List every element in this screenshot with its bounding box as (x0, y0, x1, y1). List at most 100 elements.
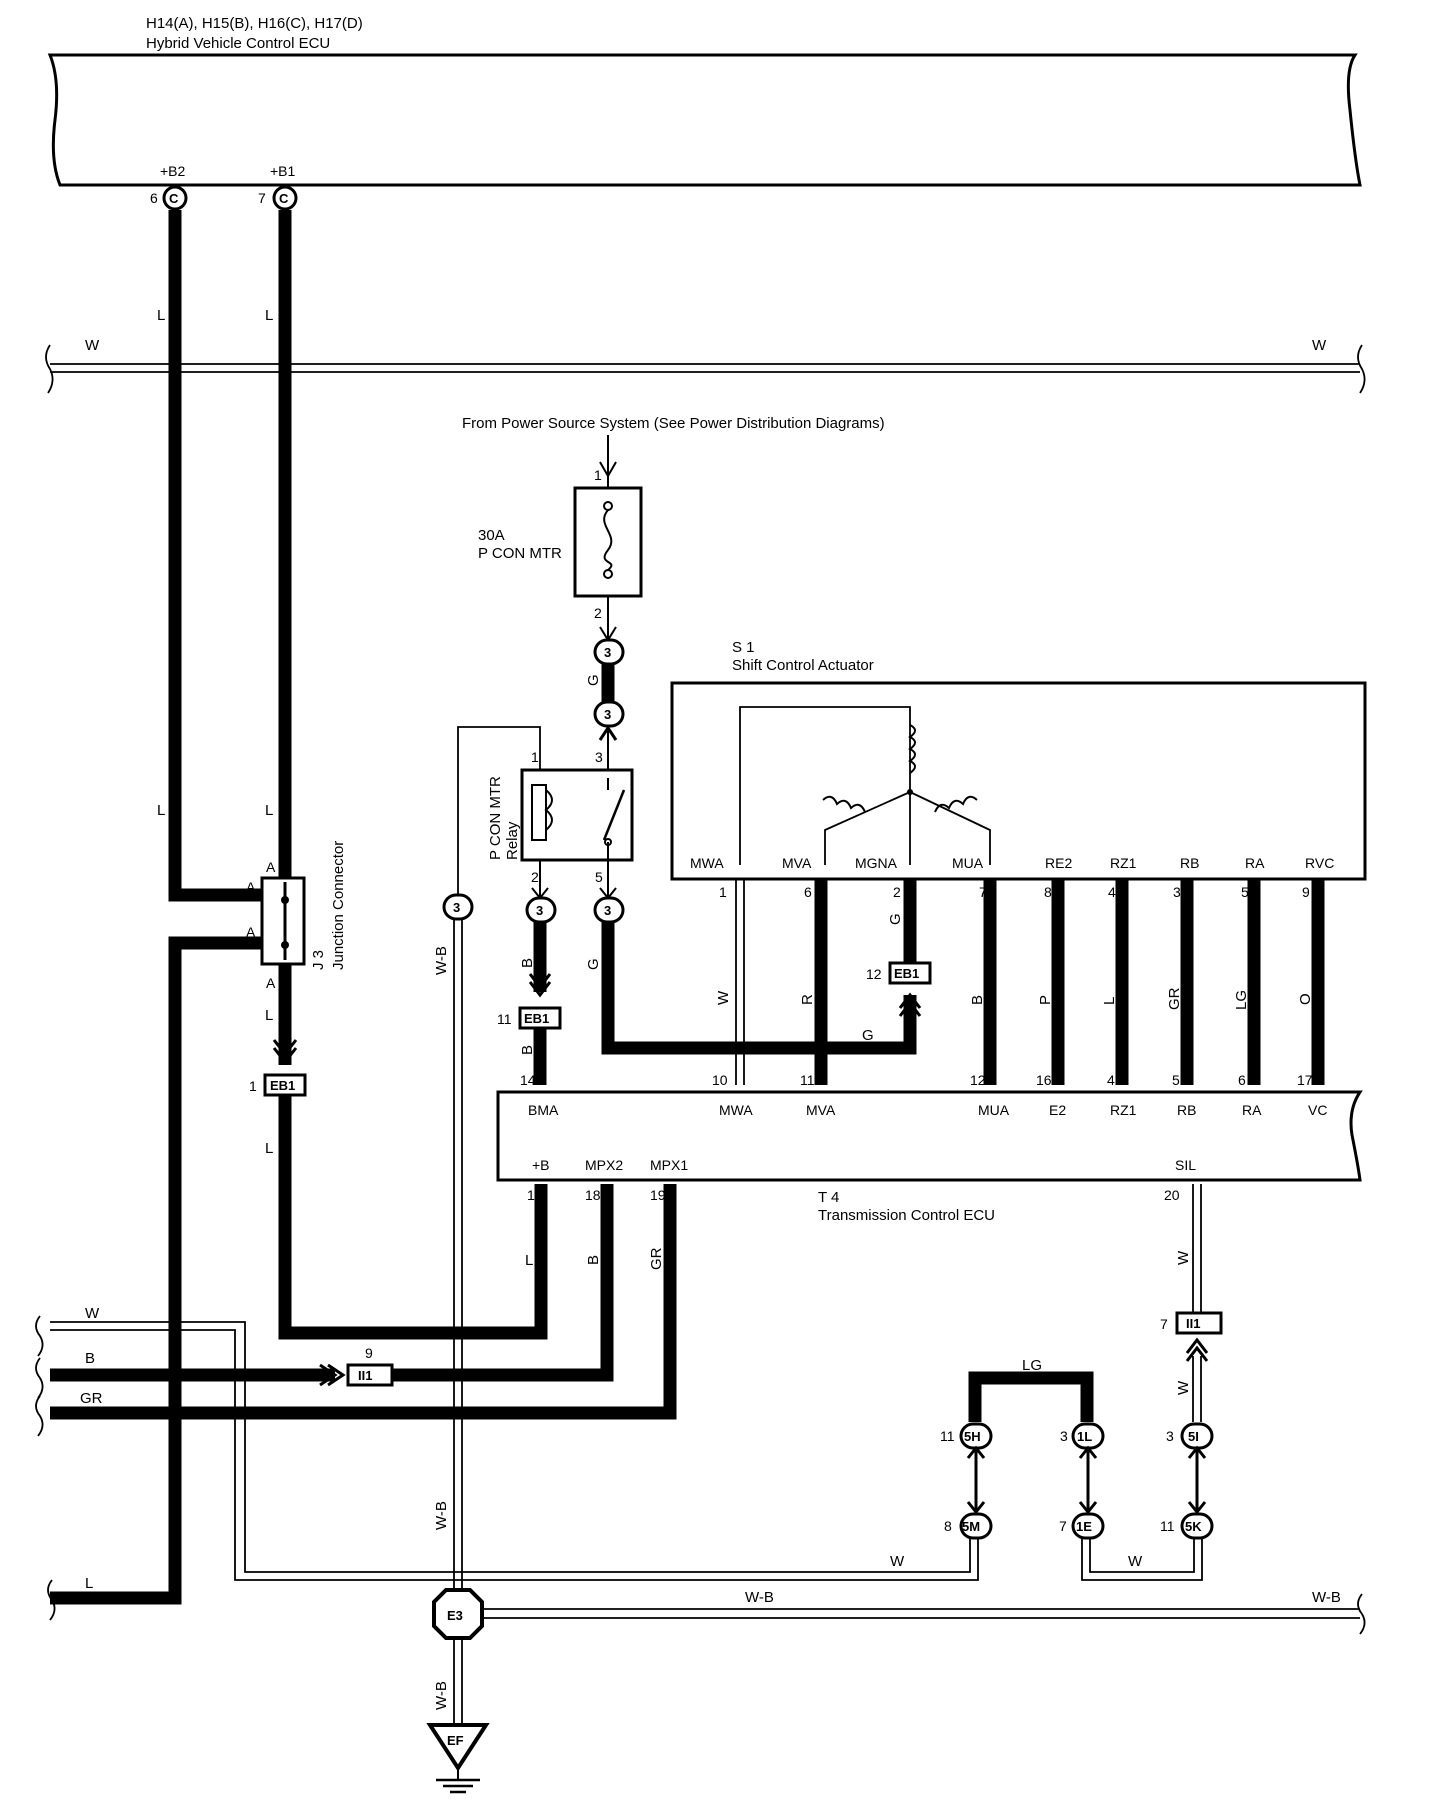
svg-text:MPX1: MPX1 (650, 1157, 688, 1173)
svg-text:3: 3 (604, 707, 611, 722)
hv-ecu-name: Hybrid Vehicle Control ECU (146, 35, 330, 52)
lower-l-wire (50, 936, 262, 1605)
svg-text:B: B (519, 1045, 536, 1055)
actuator-name: Shift Control Actuator (732, 657, 874, 674)
svg-text:W: W (1312, 337, 1327, 354)
svg-text:W-B: W-B (433, 946, 450, 975)
svg-text:7: 7 (1160, 1316, 1168, 1332)
svg-text:2: 2 (594, 605, 602, 621)
power-source-note: From Power Source System (See Power Dist… (462, 415, 885, 432)
svg-text:L: L (157, 307, 165, 324)
motor-winding-icon (908, 724, 916, 774)
tcu-name: Transmission Control ECU (818, 1207, 995, 1224)
svg-text:A: A (266, 859, 276, 875)
tcu-bottom-wires: B GR II1 9 B GR W W (35, 1184, 979, 1581)
svg-text:MWA: MWA (719, 1102, 753, 1118)
svg-text:VC: VC (1308, 1102, 1327, 1118)
svg-text:G: G (887, 913, 904, 925)
svg-text:1: 1 (527, 1187, 535, 1203)
svg-text:1: 1 (594, 467, 602, 483)
svg-text:5: 5 (1172, 1072, 1180, 1088)
hv-ecu-l-wires: L L L L (157, 210, 292, 902)
svg-text:RZ1: RZ1 (1110, 1102, 1137, 1118)
svg-text:3: 3 (536, 903, 543, 918)
upper-w-bus: W W (45, 337, 1366, 394)
relay-g-wire: 3 G G EB1 12 G (585, 842, 932, 1055)
junction-id: J 3 (310, 950, 327, 970)
svg-text:W: W (85, 337, 100, 354)
svg-text:G: G (862, 1027, 874, 1044)
svg-text:18: 18 (585, 1187, 601, 1203)
svg-text:11: 11 (940, 1428, 955, 1444)
svg-text:EB1: EB1 (524, 1011, 549, 1026)
svg-text:MPX2: MPX2 (585, 1157, 623, 1173)
svg-text:5I: 5I (1188, 1429, 1199, 1444)
ii1-connector-a (346, 1363, 394, 1387)
pin-b1-label: +B1 (270, 163, 296, 179)
svg-text:A: A (246, 879, 256, 895)
svg-text:8: 8 (1044, 884, 1052, 900)
svg-text:MWA: MWA (690, 855, 724, 871)
svg-text:16: 16 (1036, 1072, 1052, 1088)
actuator-id: S 1 (732, 639, 755, 656)
svg-text:W: W (1175, 1380, 1192, 1395)
svg-text:R: R (799, 994, 816, 1005)
svg-text:MVA: MVA (782, 855, 812, 871)
pin-b1-num: 7 (258, 190, 266, 206)
p-con-mtr-relay: 3 1 2 5 P CON MTR Relay (487, 749, 634, 885)
svg-text:W-B: W-B (1312, 1589, 1341, 1606)
svg-text:L: L (265, 802, 273, 819)
svg-text:5: 5 (595, 869, 603, 885)
svg-text:E2: E2 (1049, 1102, 1066, 1118)
fuse-name: P CON MTR (478, 545, 562, 562)
svg-text:LG: LG (1233, 990, 1250, 1010)
svg-text:RZ1: RZ1 (1110, 855, 1137, 871)
svg-text:MUA: MUA (978, 1102, 1010, 1118)
svg-text:2: 2 (531, 869, 539, 885)
lg-loop: LG 5H 11 1L 3 5I 3 5M 8 1E 7 5K 11 W (940, 1357, 1214, 1581)
svg-text:L: L (1101, 997, 1118, 1005)
sil-wire: W II1 7 W (1160, 1184, 1223, 1422)
svg-text:A: A (246, 924, 256, 940)
svg-text:EB1: EB1 (894, 966, 919, 981)
svg-text:7: 7 (1059, 1518, 1067, 1534)
svg-text:MVA: MVA (806, 1102, 836, 1118)
svg-text:L: L (265, 307, 273, 324)
svg-text:5H: 5H (964, 1429, 981, 1444)
svg-text:A: A (266, 975, 276, 991)
svg-text:11: 11 (1160, 1518, 1175, 1534)
relay-bma-wire: 3 EB1 11 B B (497, 860, 562, 1085)
svg-text:W: W (715, 990, 732, 1005)
actuator-pin-labels: MWA MVA MGNA MUA RE2 RZ1 RB RA RVC 1 6 2… (690, 855, 1334, 900)
svg-text:EB1: EB1 (270, 1078, 295, 1093)
svg-text:17: 17 (1297, 1072, 1313, 1088)
svg-text:1L: 1L (1077, 1429, 1092, 1444)
svg-text:O: O (1297, 993, 1314, 1005)
svg-text:E3: E3 (447, 1608, 463, 1623)
svg-text:7: 7 (979, 884, 987, 900)
tcu-bottom-pin-labels: +B MPX2 MPX1 SIL 1 18 19 20 (527, 1157, 1196, 1203)
svg-text:4: 4 (1108, 884, 1116, 900)
e3-ground-junction (432, 1588, 484, 1640)
svg-text:12: 12 (866, 966, 882, 982)
svg-text:MGNA: MGNA (855, 855, 898, 871)
svg-text:II1: II1 (1186, 1316, 1200, 1331)
svg-text:W-B: W-B (433, 1681, 450, 1710)
relay-name-2: Relay (504, 821, 521, 860)
ef-ground-icon (426, 1723, 490, 1772)
pin-b2-label: +B2 (160, 163, 186, 179)
svg-text:9: 9 (365, 1345, 373, 1361)
svg-text:3: 3 (1173, 884, 1181, 900)
svg-text:10: 10 (712, 1072, 728, 1088)
tcu-top-pin-labels: BMA MWA MVA MUA E2 RZ1 RB RA VC 14 10 11… (520, 1072, 1327, 1118)
relay-coil-icon (544, 789, 553, 831)
svg-text:LG: LG (1022, 1357, 1042, 1374)
svg-text:EF: EF (447, 1733, 464, 1748)
ii1-connector-b (1175, 1311, 1223, 1335)
svg-text:B: B (519, 958, 536, 968)
power-source: From Power Source System (See Power Dist… (462, 415, 885, 770)
svg-text:G: G (585, 958, 602, 970)
svg-text:6: 6 (804, 884, 812, 900)
pin-b2-num: 6 (150, 190, 158, 206)
